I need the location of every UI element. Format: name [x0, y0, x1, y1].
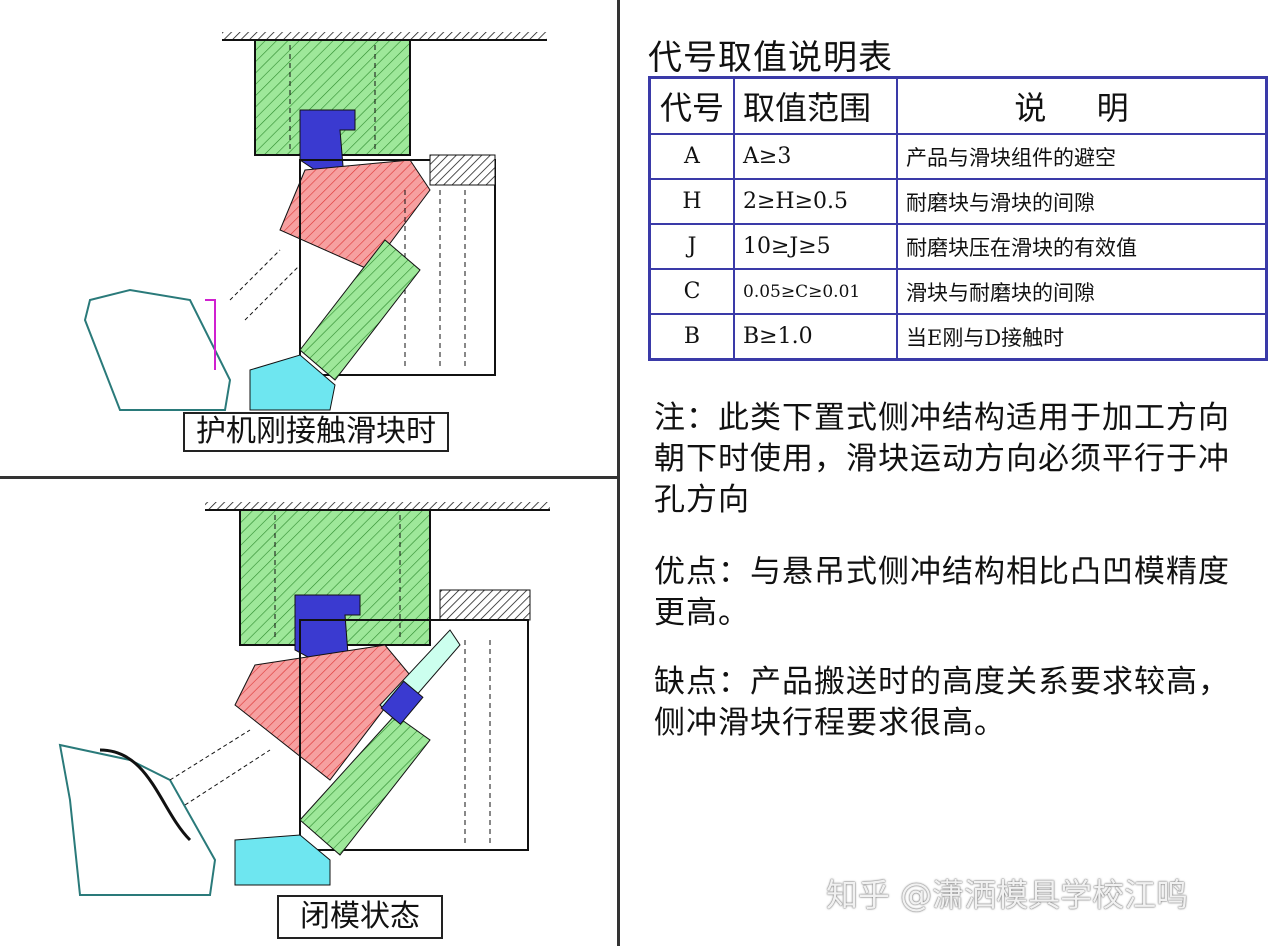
green-guide: [299, 239, 421, 381]
table-row: H 2≥H≥0.5 耐磨块与滑块的间隙: [648, 178, 1268, 225]
die-block: [299, 159, 496, 376]
cyan-block: [249, 354, 336, 411]
row-range: B≥1.0: [733, 313, 898, 361]
table-row: A A≥3 产品与滑块组件的避空: [648, 133, 1268, 180]
row-range: 2≥H≥0.5: [733, 178, 898, 225]
red-slider: [279, 159, 431, 271]
row-code: H: [648, 178, 735, 225]
row-code: B: [648, 313, 735, 361]
diagram-bottom-caption: 闭模状态: [277, 895, 443, 939]
row-code: C: [648, 268, 735, 315]
row-desc: 耐磨块与滑块的间隙: [896, 178, 1268, 225]
row-range: A≥3: [733, 133, 898, 180]
diagram-top: [83, 32, 547, 411]
note-text: 注：此类下置式侧冲结构适用于加工方向朝下时使用，滑块运动方向必须平行于冲孔方向: [654, 400, 1230, 518]
table-header-row: 代号 取值范围 说 明: [648, 76, 1268, 135]
horizontal-divider: [0, 476, 619, 479]
row-code: A: [648, 133, 735, 180]
row-desc: 耐磨块压在滑块的有效值: [896, 223, 1268, 270]
header-code: 代号: [648, 76, 735, 135]
pros-text: 优点：与悬吊式侧冲结构相比凸凹模精度更高。: [654, 554, 1230, 631]
header-desc: 说 明: [896, 76, 1268, 135]
row-desc: 产品与滑块组件的避空: [896, 133, 1268, 180]
watermark: 知乎 @潇洒模具学校江鸣: [826, 876, 1189, 914]
value-table: 代号 取值范围 说 明 A A≥3 产品与滑块组件的避空 H 2≥H≥0.5 耐…: [648, 76, 1268, 361]
diagram-top-caption: 护机刚接触滑块时: [183, 412, 449, 452]
row-range: 10≥J≥5: [733, 223, 898, 270]
row-desc: 滑块与耐磨块的间隙: [896, 268, 1268, 315]
diagram-bottom: [58, 502, 550, 896]
header-range: 取值范围: [733, 76, 898, 135]
table-row: B B≥1.0 当E刚与D接触时: [648, 313, 1268, 361]
vertical-divider: [617, 0, 620, 946]
table-row: J 10≥J≥5 耐磨块压在滑块的有效值: [648, 223, 1268, 270]
row-code: J: [648, 223, 735, 270]
row-range: 0.05≥C≥0.01: [733, 268, 898, 315]
row-desc: 当E刚与D接触时: [896, 313, 1268, 361]
table-title: 代号取值说明表: [648, 38, 893, 78]
table-row: C 0.05≥C≥0.01 滑块与耐磨块的间隙: [648, 268, 1268, 315]
workpiece: [83, 288, 232, 411]
top-plate-hatch: [222, 32, 547, 40]
cons-text: 缺点：产品搬送时的高度关系要求较高，侧冲滑块行程要求很高。: [654, 664, 1230, 741]
